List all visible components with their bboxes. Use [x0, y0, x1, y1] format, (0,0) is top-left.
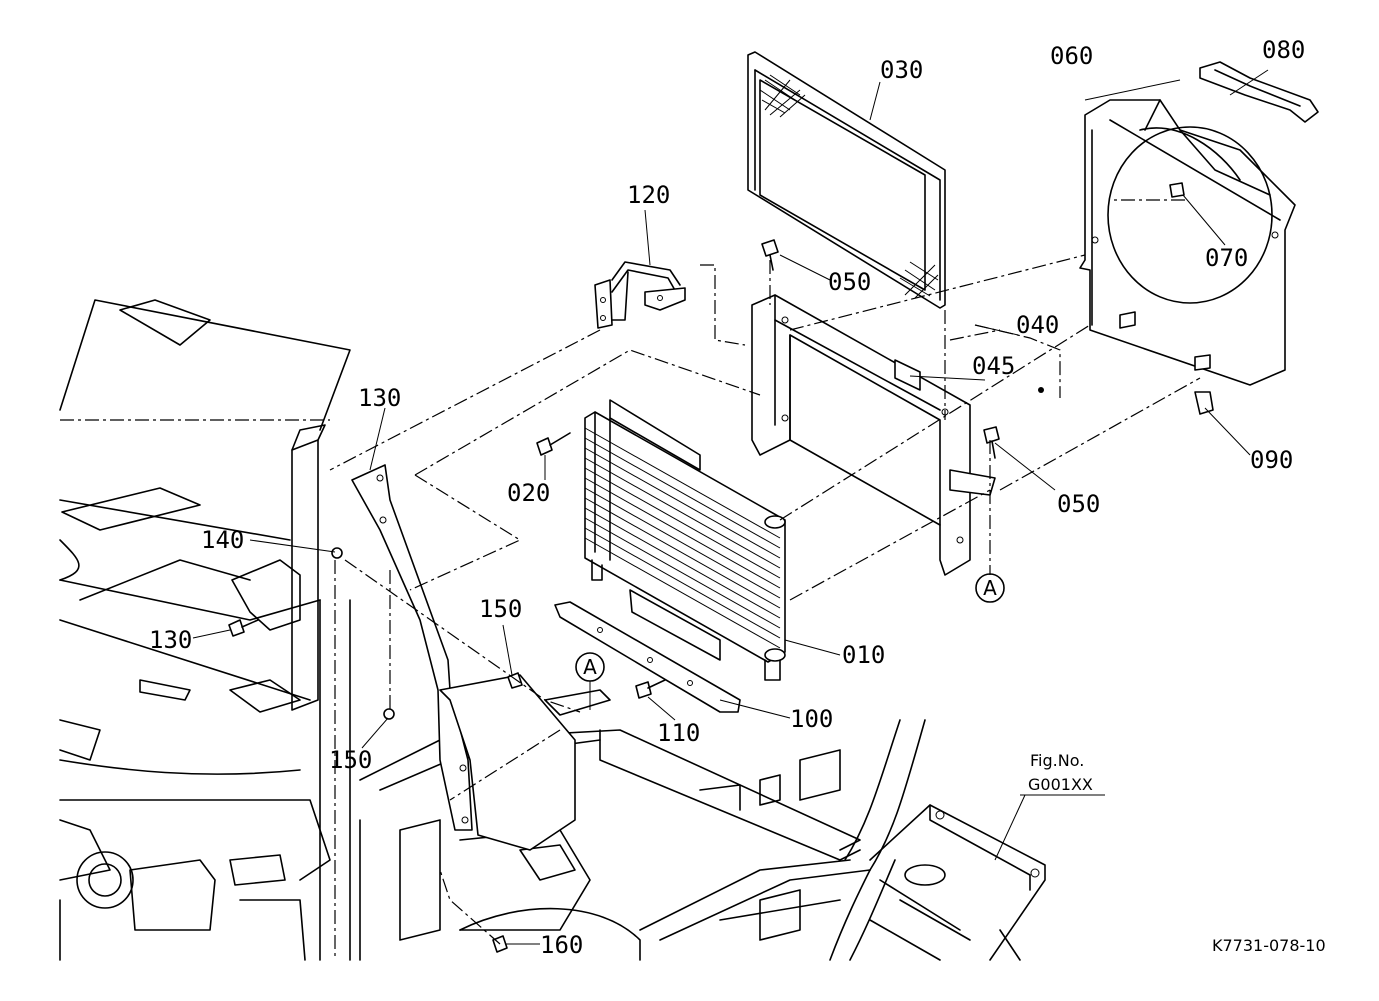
part-label-030: 030 — [880, 56, 923, 84]
drawing-code: K7731-078-10 — [1212, 936, 1326, 955]
bolt-150-lower-icon — [383, 708, 395, 720]
part-label-150-upper: 140 — [201, 526, 244, 554]
tractor-frame-lower — [359, 719, 1046, 961]
part-030-screen — [747, 51, 946, 309]
bolt-150-upper-icon — [331, 547, 343, 559]
part-label-080: 080 — [1262, 36, 1305, 64]
part-label-060: 060 — [1050, 42, 1093, 70]
part-label-020: 020 — [507, 479, 550, 507]
part-label-160-upper: 150 — [479, 595, 522, 623]
tractor-frame-left — [59, 299, 351, 961]
bolt-050-lower-icon — [983, 426, 1000, 459]
bolt-070-icon — [1169, 182, 1185, 198]
part-label-150-lower: 150 — [329, 746, 372, 774]
cooler-fins — [584, 427, 781, 649]
ref-marker-a-right-label: A — [983, 576, 997, 600]
leader-lines — [192, 69, 1269, 945]
part-140-shroud-panel — [351, 464, 611, 851]
part-060-fan-shroud — [1079, 99, 1296, 386]
clip-090-icon — [1194, 391, 1214, 415]
nut-045-icon — [1038, 387, 1044, 393]
figure-reference: Fig.No. G001XX K7731-078-10 — [1028, 751, 1326, 955]
part-label-140: 130 — [358, 384, 401, 412]
part-label-110: 110 — [657, 719, 700, 747]
bolts — [228, 182, 1214, 953]
fig-no-label: Fig.No. — [1030, 751, 1084, 770]
part-010-oil-cooler — [584, 399, 786, 681]
part-label-010: 010 — [842, 641, 885, 669]
ref-marker-a-right: A — [975, 573, 1005, 603]
ref-marker-a-left: A — [575, 652, 605, 710]
cooler-support-frame — [751, 294, 996, 576]
part-100-bracket — [554, 601, 741, 713]
part-label-040: 040 — [1016, 311, 1059, 339]
part-label-160-lower: 160 — [540, 931, 583, 959]
bolt-020-icon — [536, 432, 571, 456]
part-label-045: 045 — [972, 352, 1015, 380]
part-label-100: 100 — [790, 705, 833, 733]
part-label-070: 070 — [1205, 244, 1248, 272]
fig-no-value: G001XX — [1028, 775, 1093, 794]
part-label-050-upper: 050 — [828, 268, 871, 296]
ref-marker-a-left-label: A — [583, 655, 597, 679]
part-label-120: 120 — [627, 181, 670, 209]
part-label-130: 130 — [149, 626, 192, 654]
part-labels: 030 060 080 070 120 050 040 045 090 050 … — [149, 36, 1305, 959]
part-080-seal — [1199, 61, 1319, 123]
part-120-bracket — [594, 261, 686, 329]
part-label-090: 090 — [1250, 446, 1293, 474]
part-label-050-lower: 050 — [1057, 490, 1100, 518]
bolt-110-icon — [635, 679, 666, 699]
bolt-130-icon — [228, 619, 259, 637]
bolt-050-upper-icon — [761, 239, 779, 271]
